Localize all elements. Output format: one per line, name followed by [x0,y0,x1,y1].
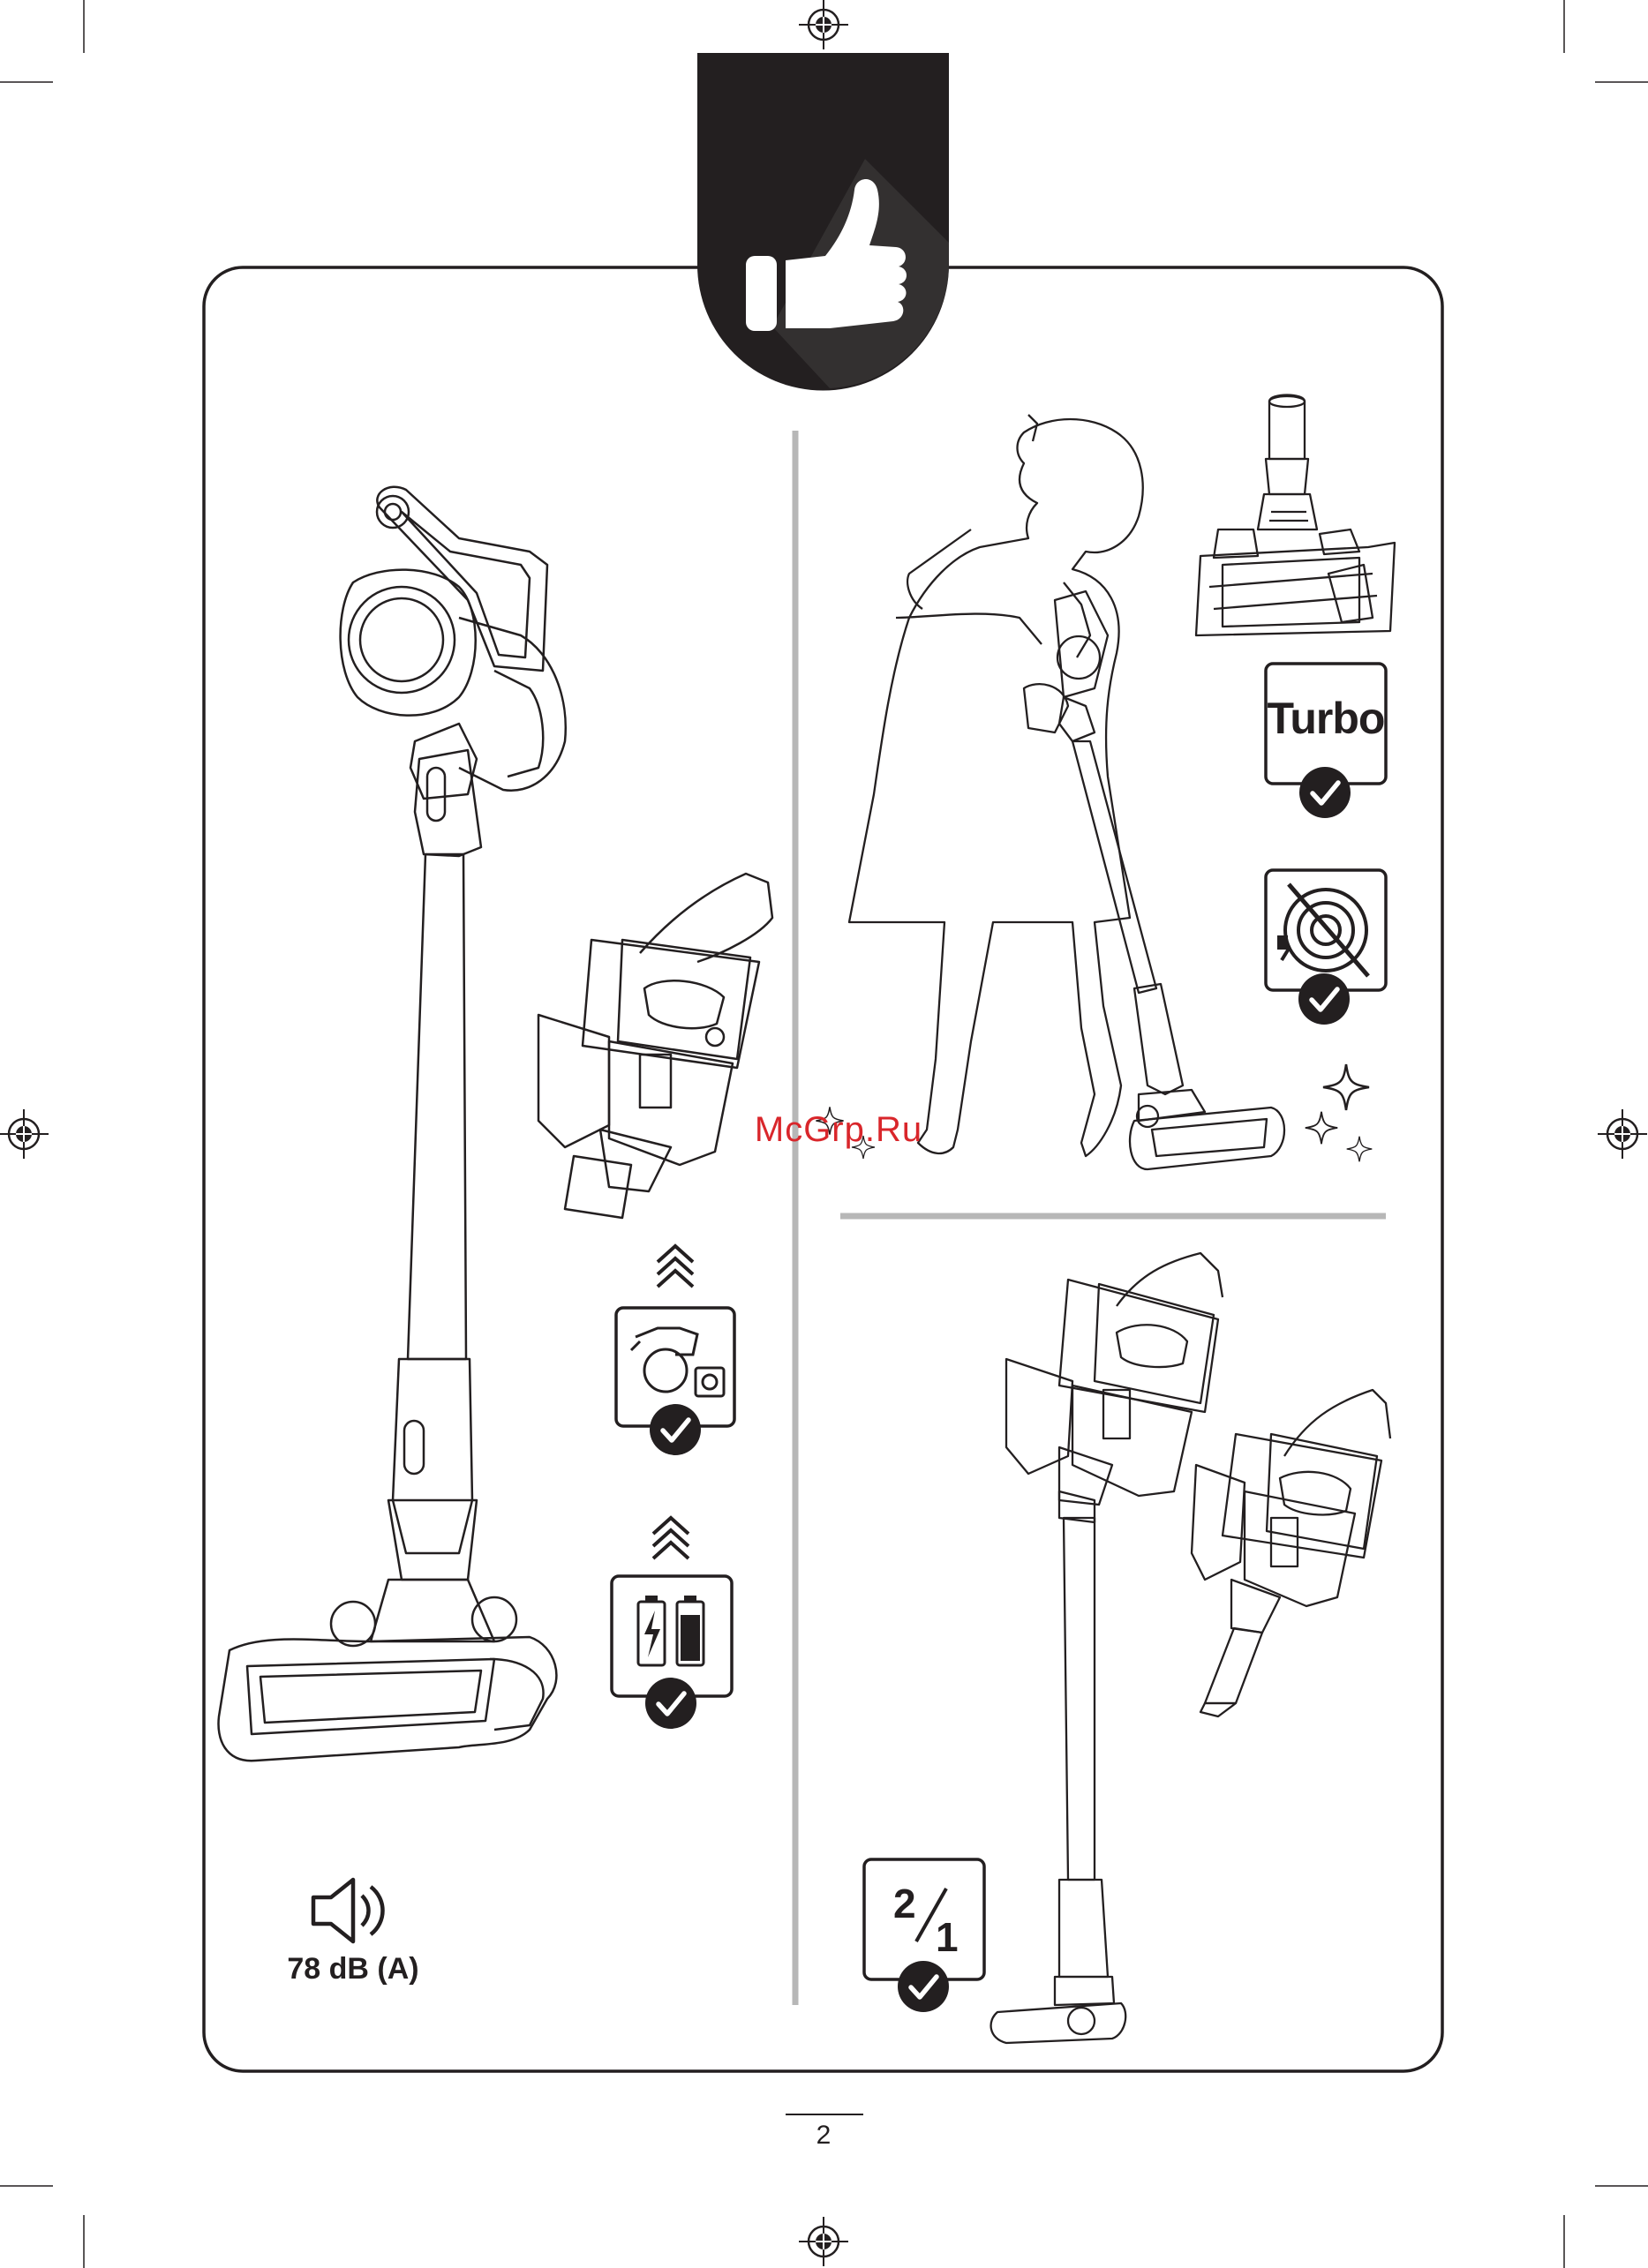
handheld-with-crevice-tool-illustration [1192,1390,1390,1716]
no-cord-icon [1266,870,1386,1025]
page-number: 2 [794,2121,853,2151]
registration-mark-top [799,0,848,49]
chevrons-up-icon-1 [658,1246,693,1287]
registration-mark-left [0,1109,49,1159]
content-frame [204,267,1442,2071]
woman-held-vacuum [1024,591,1284,1169]
speaker-sound-icon [313,1880,383,1941]
dual-mode-numerator: 2 [893,1880,916,1927]
woman-vacuuming-illustration [849,415,1143,1156]
handheld-unit-illustration [538,874,772,1218]
sparkle-icon-3 [1347,1137,1373,1162]
thumbs-up-header [697,53,949,391]
registration-mark-bottom [799,2217,848,2266]
dual-mode-denominator: 1 [936,1913,959,1961]
turbo-label: Turbo [1266,693,1386,744]
registration-mark-right [1598,1109,1647,1159]
handheld-with-tube-illustration [991,1253,1223,2043]
chevrons-up-icon-2 [653,1518,689,1558]
stick-vacuum-illustration [218,487,565,1761]
two-in-one-icon [864,1859,984,2012]
noise-level-label: 78 dB (A) [265,1952,441,1986]
sparkle-icon-1 [1323,1064,1369,1110]
sparkle-icon-2 [1306,1112,1337,1144]
charging-station-icon [616,1308,734,1455]
battery-charging-icon [612,1576,732,1729]
watermark-text: McGrp.Ru [733,1110,944,1150]
turbo-brush-head-illustration [1196,395,1395,636]
